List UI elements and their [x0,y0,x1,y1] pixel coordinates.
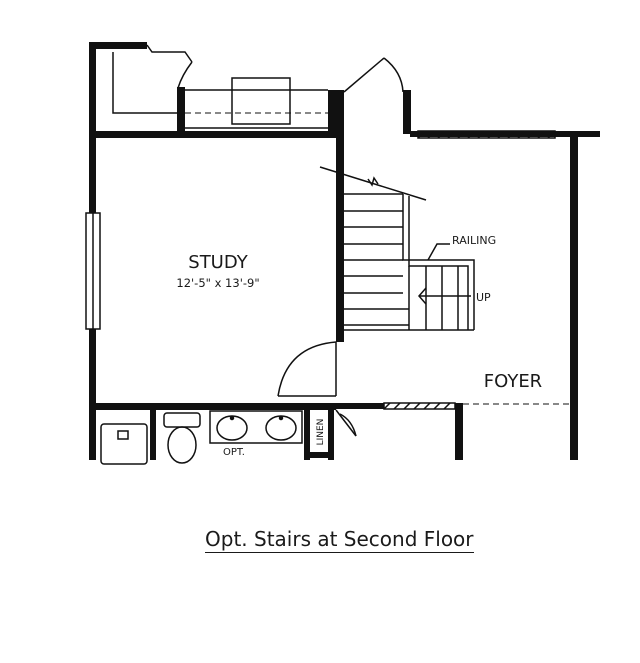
foyer-south-wall [455,403,463,460]
toilet-tank [163,412,201,428]
up-label: UP [476,291,491,304]
study-label: STUDY [188,252,248,273]
stair-west-wall [336,90,344,342]
linen-label: LINEN [316,419,326,446]
closet-right-wall [328,90,336,136]
closet-shelf [231,77,291,125]
linen-bottom-wall [304,452,334,458]
study-window [85,212,101,330]
foyer-east-wall [570,134,578,460]
entry-door-top [343,57,404,93]
plan-caption: Opt. Stairs at Second Floor [205,527,474,553]
linen-right-wall [328,410,334,460]
foyer-label: FOYER [484,371,542,392]
study-west-wall-upper [89,42,96,214]
linen-left-wall [304,410,310,460]
study-door [277,341,337,397]
bath-divider-left [150,410,156,460]
railing [402,194,475,330]
walls [89,42,600,460]
vanity [209,410,303,444]
closet-top-wall [89,42,147,49]
closet-mid-wall [177,87,185,133]
foyer-south-stub [336,403,384,409]
toilet-bowl [167,426,197,464]
railing-label: RAILING [452,234,496,247]
stair-east-wall-stub [403,90,411,134]
closet [112,44,328,129]
study-south-wall [89,403,336,410]
study-north-wall [89,131,336,138]
bathtub [100,423,148,465]
foyer-openings [383,130,570,410]
bath-fixtures [100,409,357,465]
study-dimensions: 12'-5" x 13'-9" [176,276,259,290]
vanity-opt-label: OPT. [223,447,245,458]
stairs [319,166,475,331]
study-west-wall-lower [89,328,96,460]
foyer-north-wall [410,131,600,137]
